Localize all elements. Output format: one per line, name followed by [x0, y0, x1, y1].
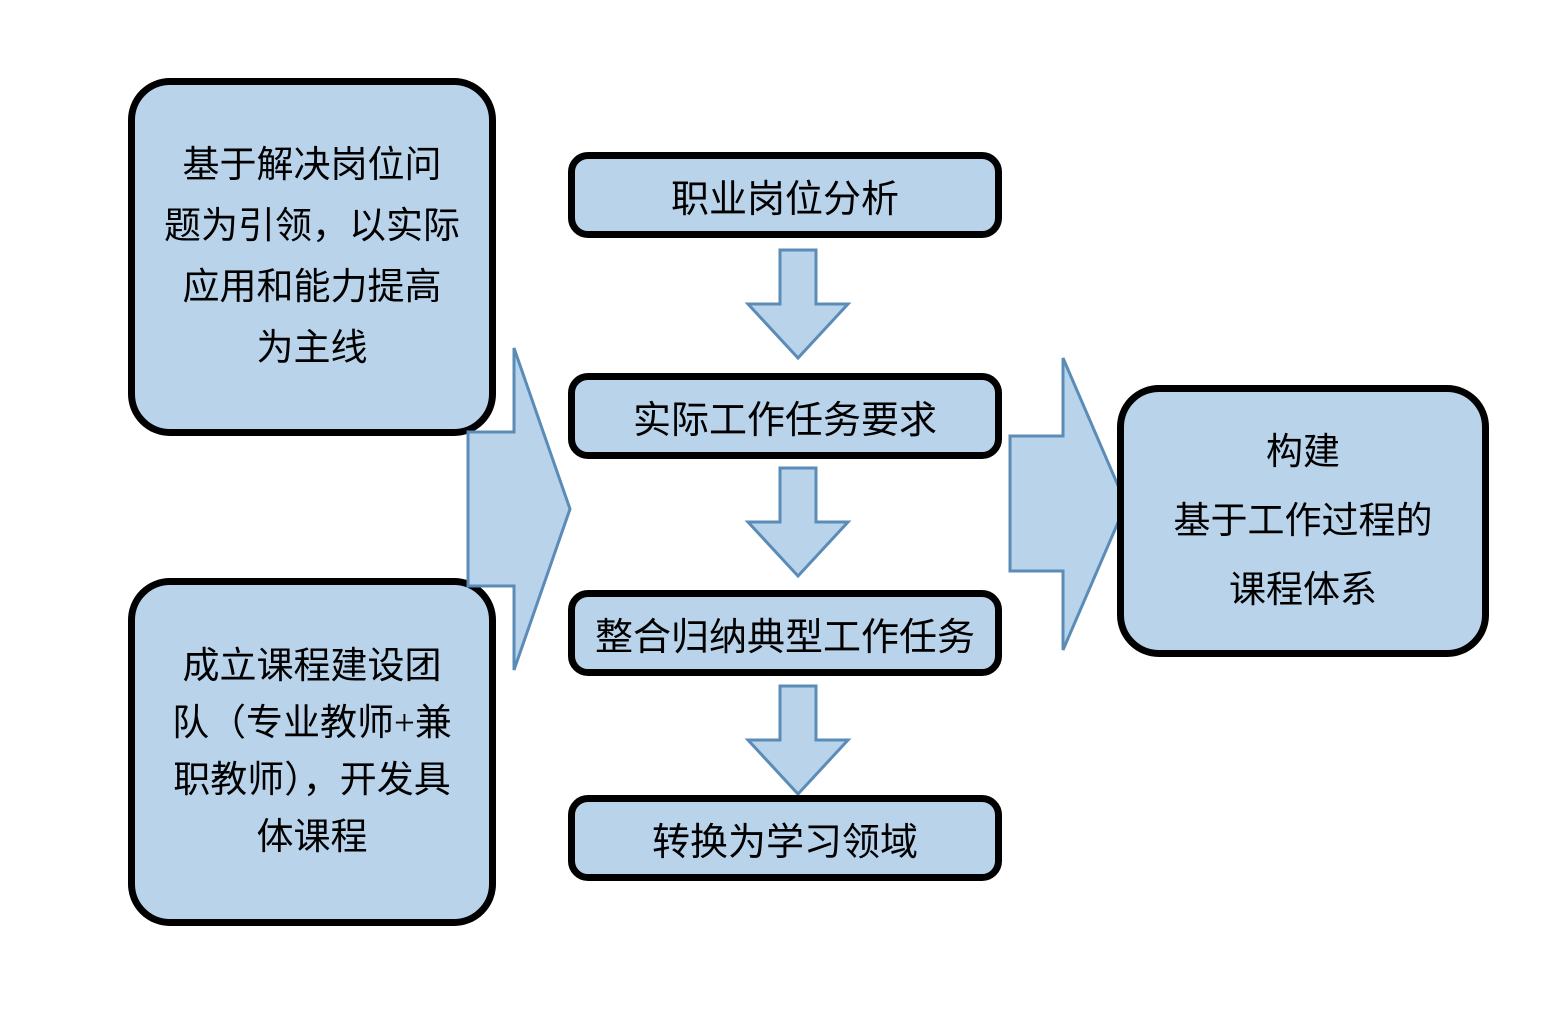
arrow-down-step3-to-step4: [742, 684, 854, 796]
guiding-principle-line-4: 为主线: [256, 328, 368, 369]
arrow-right-flow-to-outcome: [1008, 356, 1128, 652]
arrow-down-step2-to-step3: [742, 466, 854, 578]
flow-step-typical-tasks[interactable]: 整合归纳典型工作任务: [568, 590, 1002, 676]
guiding-principle-line-2: 题为引领，以实际: [164, 206, 460, 247]
guiding-principle-line-3: 应用和能力提高: [182, 267, 442, 308]
arrow-down-step1-to-step2: [742, 248, 854, 360]
input-box-guiding-principle[interactable]: 基于解决岗位问 题为引领，以实际 应用和能力提高 为主线: [128, 78, 496, 436]
outcome-box-course-system[interactable]: 构建 基于工作过程的 课程体系: [1117, 385, 1489, 657]
outcome-line-2: 基于工作过程的: [1173, 500, 1433, 542]
flow-step-2-label: 实际工作任务要求: [632, 399, 937, 442]
flow-step-1-label: 职业岗位分析: [670, 178, 899, 221]
arrow-right-inputs-to-flow: [466, 346, 572, 672]
course-team-line-2: 队（专业教师+兼: [172, 703, 452, 744]
course-team-line-1: 成立课程建设团: [182, 646, 442, 687]
course-team-line-4: 体课程: [256, 817, 368, 858]
flow-step-4-label: 转换为学习领域: [651, 821, 918, 864]
flow-step-job-analysis[interactable]: 职业岗位分析: [568, 152, 1002, 238]
flow-step-task-requirements[interactable]: 实际工作任务要求: [568, 373, 1002, 459]
flow-step-3-label: 整合归纳典型工作任务: [594, 616, 975, 659]
outcome-line-1: 构建: [1266, 431, 1340, 473]
input-box-course-team[interactable]: 成立课程建设团 队（专业教师+兼 职教师），开发具 体课程: [128, 578, 496, 926]
course-team-line-3: 职教师），开发具: [173, 760, 451, 801]
outcome-line-3: 课程体系: [1229, 569, 1377, 611]
flow-step-learning-fields[interactable]: 转换为学习领域: [568, 795, 1002, 881]
guiding-principle-line-1: 基于解决岗位问: [182, 145, 442, 186]
